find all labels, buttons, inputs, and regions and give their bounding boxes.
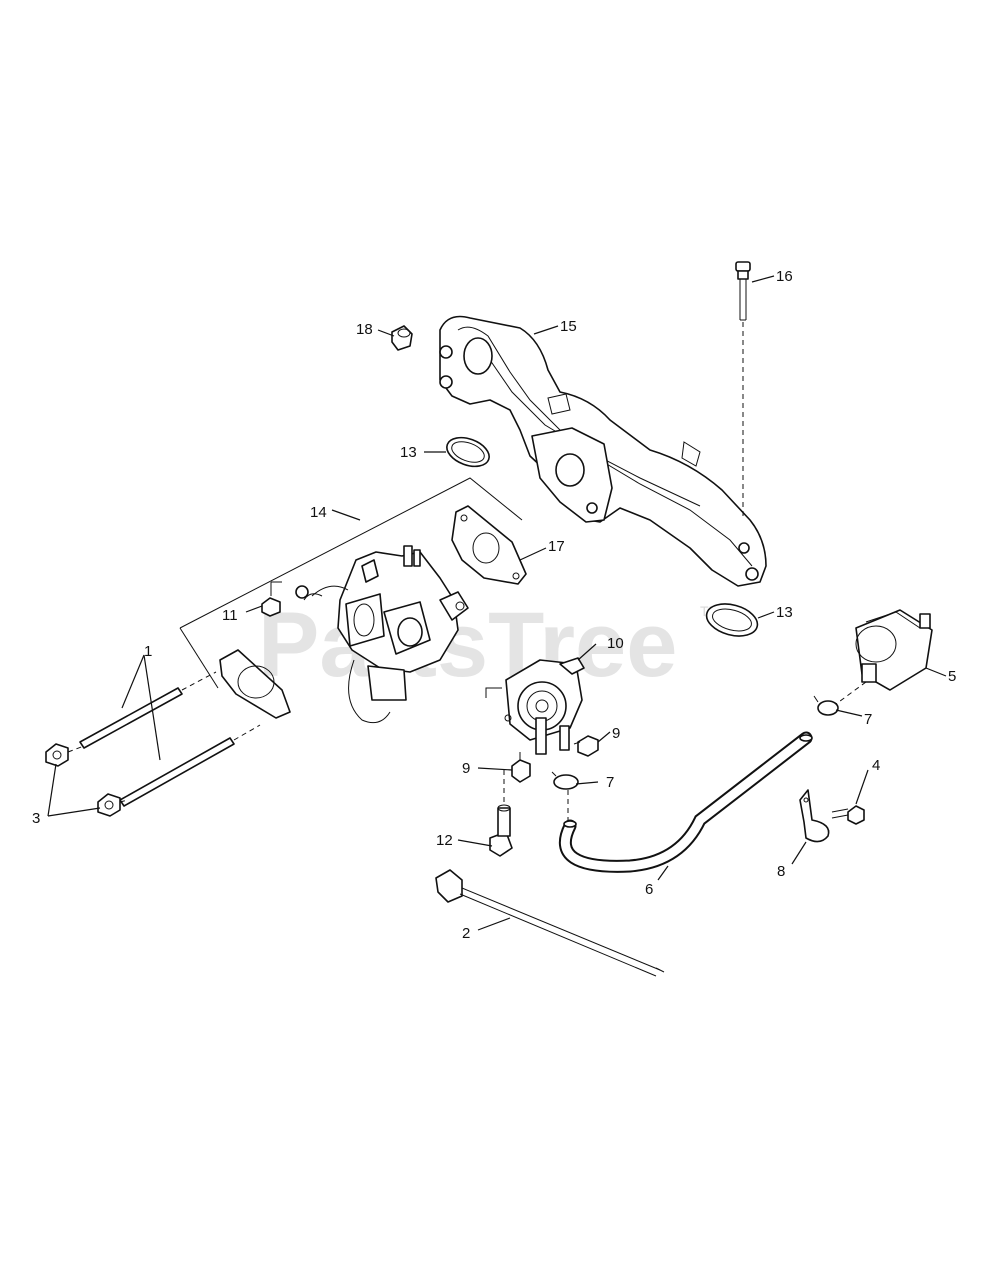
- callout-12: 12: [436, 832, 453, 849]
- callout-17: 17: [548, 538, 565, 555]
- carburetor-body[interactable]: [295, 545, 469, 724]
- callout-16: 16: [776, 268, 793, 285]
- part-12-fitting[interactable]: [489, 770, 513, 857]
- callout-18: 18: [356, 321, 373, 338]
- part-4-screw[interactable]: [831, 805, 865, 825]
- part-18-spacer[interactable]: [391, 325, 413, 351]
- callout-15: 15: [560, 318, 577, 335]
- part-5-fuel-filter[interactable]: [835, 609, 933, 705]
- part-7-clamp-upper[interactable]: [813, 695, 839, 716]
- part-14-carburetor-bracket: [179, 477, 523, 689]
- part-13-ring-lower[interactable]: [703, 599, 761, 641]
- callout-5: 5: [948, 668, 956, 685]
- callout-10: 10: [607, 635, 624, 652]
- part-9-bolt-right[interactable]: [573, 735, 599, 757]
- callout-14: 14: [310, 504, 327, 521]
- part-8-clip[interactable]: [799, 789, 830, 843]
- callout-2: 2: [462, 925, 470, 942]
- part-2-cable[interactable]: [435, 869, 665, 977]
- callout-6: 6: [645, 881, 653, 898]
- callout-13-lower: 13: [776, 604, 793, 621]
- part-6-fuel-hose[interactable]: [558, 731, 813, 873]
- callout-labels: 1 2 3 4 5 6 7 7 8 9 9 10 11 12 13 13 14 …: [32, 268, 956, 942]
- part-10-fuel-pump[interactable]: [485, 657, 585, 755]
- part-3-nuts[interactable]: [45, 743, 129, 817]
- callout-8: 8: [777, 863, 785, 880]
- callout-3: 3: [32, 810, 40, 827]
- leader-lines: [47, 275, 947, 931]
- part-1-studs[interactable]: [79, 671, 261, 807]
- part-17-gasket[interactable]: [451, 505, 527, 585]
- part-15-intake-manifold[interactable]: [439, 315, 767, 587]
- part-16-bolt[interactable]: [735, 261, 751, 520]
- part-11-nut[interactable]: [261, 581, 282, 617]
- callout-13-upper: 13: [400, 444, 417, 461]
- callout-9-right: 9: [612, 725, 620, 742]
- callout-11: 11: [222, 607, 238, 624]
- callout-9-left: 9: [462, 760, 470, 777]
- callout-7-lower: 7: [606, 774, 614, 791]
- callout-4: 4: [872, 757, 880, 774]
- part-7-clamp-lower[interactable]: [551, 771, 579, 820]
- watermark-text: PartsTree: [258, 594, 677, 696]
- part-13-ring-upper[interactable]: [443, 432, 493, 471]
- carburetor-gasket[interactable]: [219, 649, 291, 719]
- callout-1: 1: [144, 643, 152, 660]
- part-9-bolt-left[interactable]: [511, 752, 531, 783]
- callout-7-upper: 7: [864, 711, 872, 728]
